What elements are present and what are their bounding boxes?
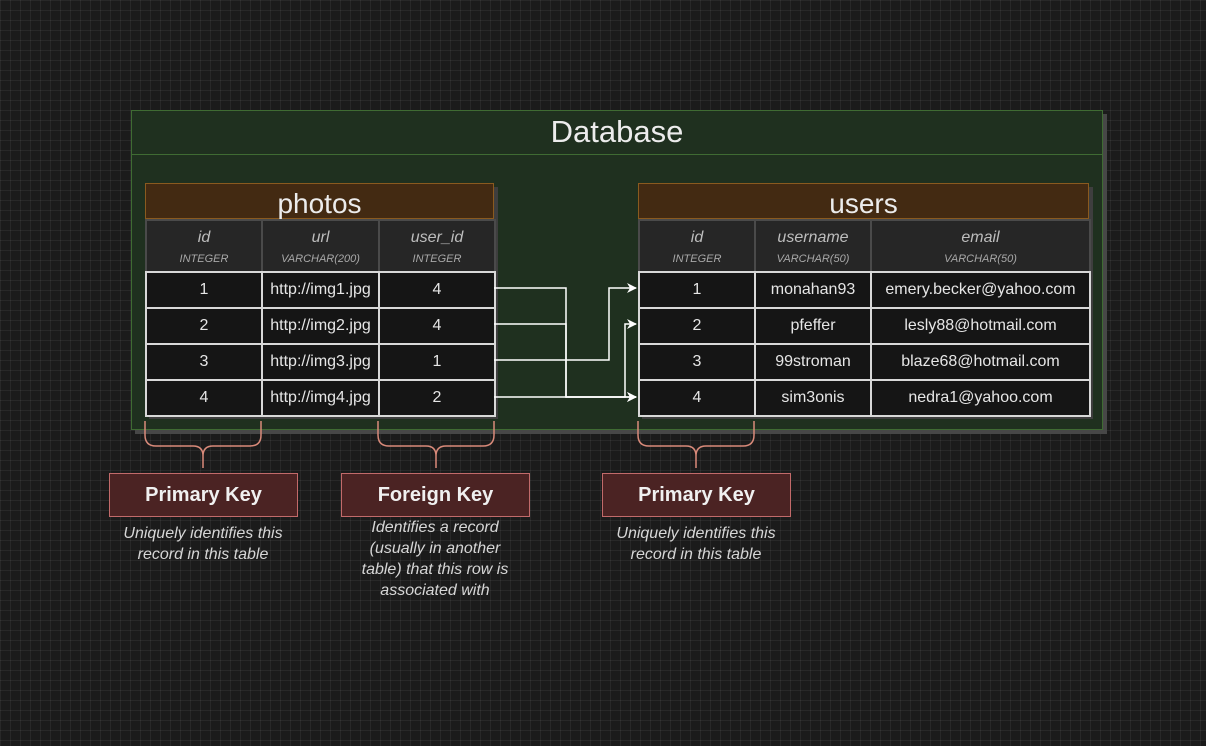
table-row: 3 99stroman blaze68@hotmail.com bbox=[638, 343, 1091, 381]
table-cell: blaze68@hotmail.com bbox=[870, 343, 1091, 381]
column-type: INTEGER bbox=[672, 253, 722, 265]
table-cell: 2 bbox=[638, 307, 756, 345]
table-cell: 1 bbox=[638, 271, 756, 309]
column-name: id bbox=[197, 229, 211, 246]
table-cell: http://img3.jpg bbox=[261, 343, 380, 381]
table-cell: 2 bbox=[145, 307, 263, 345]
table-cell: 1 bbox=[145, 271, 263, 309]
users-primary-key-label: Primary Key bbox=[602, 473, 791, 517]
column-name: id bbox=[690, 229, 704, 246]
column-type: VARCHAR(50) bbox=[776, 253, 850, 265]
table-cell: 1 bbox=[378, 343, 496, 381]
table-cell: emery.becker@yahoo.com bbox=[870, 271, 1091, 309]
table-cell: nedra1@yahoo.com bbox=[870, 379, 1091, 417]
table-cell: lesly88@hotmail.com bbox=[870, 307, 1091, 345]
table-cell: http://img2.jpg bbox=[261, 307, 380, 345]
table-cell: 4 bbox=[378, 271, 496, 309]
table-cell: 99stroman bbox=[754, 343, 872, 381]
table-row: 1 monahan93 emery.becker@yahoo.com bbox=[638, 271, 1091, 309]
table-cell: 4 bbox=[638, 379, 756, 417]
column-type: VARCHAR(200) bbox=[281, 253, 360, 265]
photos-primary-key-label: Primary Key bbox=[109, 473, 298, 517]
column-name: url bbox=[311, 229, 330, 246]
table-cell: 4 bbox=[145, 379, 263, 417]
table-row: 2 pfeffer lesly88@hotmail.com bbox=[638, 307, 1091, 345]
column-type: INTEGER bbox=[412, 253, 462, 265]
database-title: Database bbox=[132, 111, 1102, 155]
photos-foreign-key-label: Foreign Key bbox=[341, 473, 530, 517]
column-name: username bbox=[777, 229, 849, 246]
table-cell: monahan93 bbox=[754, 271, 872, 309]
photos-primary-key-description: Uniquely identifies this record in this … bbox=[123, 525, 283, 563]
column-type: VARCHAR(50) bbox=[944, 253, 1017, 265]
column-name: email bbox=[961, 229, 1000, 246]
table-cell: 2 bbox=[378, 379, 496, 417]
column-name: user_id bbox=[410, 229, 464, 246]
table-cell: 3 bbox=[638, 343, 756, 381]
column-type: INTEGER bbox=[179, 253, 229, 265]
table-row: 4 sim3onis nedra1@yahoo.com bbox=[638, 379, 1091, 417]
table-cell: pfeffer bbox=[754, 307, 872, 345]
table-cell: 3 bbox=[145, 343, 263, 381]
users-table-title: users bbox=[638, 183, 1089, 219]
table-cell: http://img1.jpg bbox=[261, 271, 380, 309]
users-primary-key-description: Uniquely identifies this record in this … bbox=[616, 525, 776, 563]
table-cell: sim3onis bbox=[754, 379, 872, 417]
table-cell: http://img4.jpg bbox=[261, 379, 380, 417]
table-row: 4 http://img4.jpg 2 bbox=[145, 379, 496, 417]
table-row: 3 http://img3.jpg 1 bbox=[145, 343, 496, 381]
table-row: 2 http://img2.jpg 4 bbox=[145, 307, 496, 345]
photos-table-title: photos bbox=[145, 183, 494, 219]
table-cell: 4 bbox=[378, 307, 496, 345]
table-row: 1 http://img1.jpg 4 bbox=[145, 271, 496, 309]
photos-foreign-key-description: Identifies a record (usually in another … bbox=[361, 519, 509, 599]
